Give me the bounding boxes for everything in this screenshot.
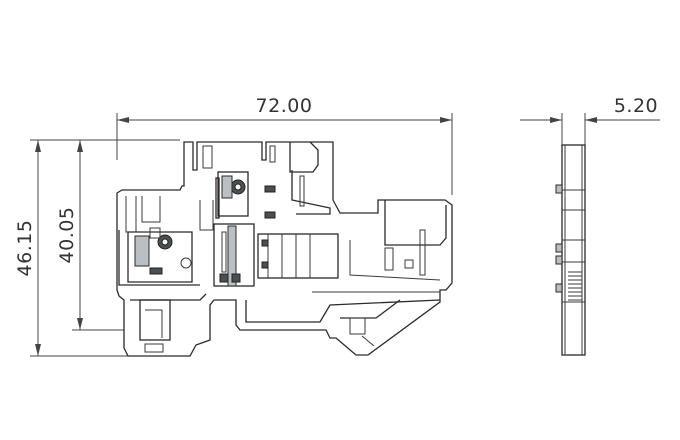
top-slot-2 [269,145,276,163]
center-bridge [227,225,237,287]
dimension-height-inner: 40.05 [56,139,180,331]
dimension-height-total-label: 46.15 [14,220,36,277]
top-slot [202,145,213,169]
right-contact [419,229,426,276]
terminal-block-side-view [555,144,586,356]
terminal-block-front-view [116,141,453,357]
dimension-height-inner-label: 40.05 [56,207,78,264]
dimension-side-width: 5.20 [520,95,660,145]
dimension-side-width-label: 5.20 [614,95,658,117]
side-ribs [568,271,582,301]
dimension-width: 72.00 [116,95,453,195]
upper-contact [299,175,305,207]
dimension-width-label: 72.00 [256,95,313,117]
dimension-height-total: 46.15 [14,139,180,357]
